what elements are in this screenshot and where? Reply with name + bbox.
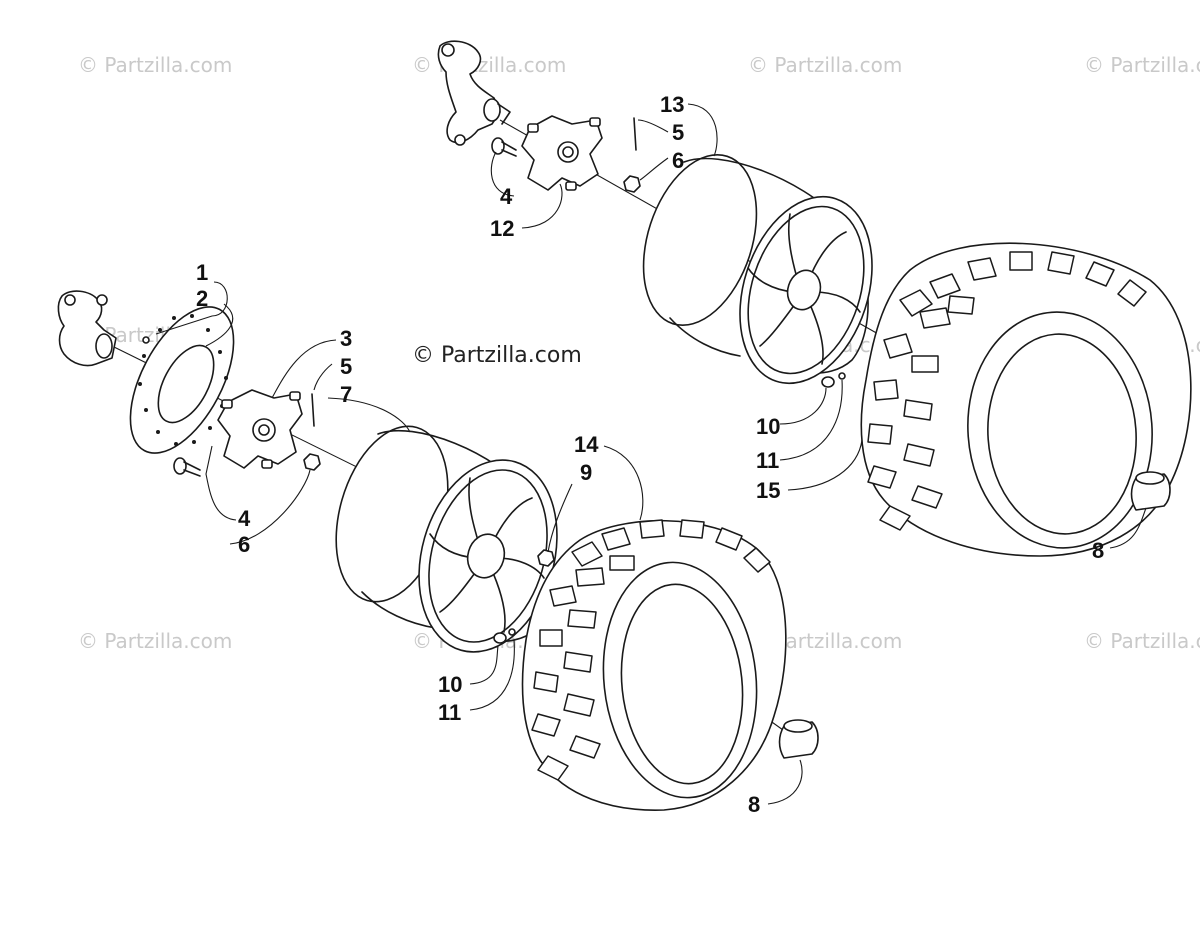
- callout-5: 5: [672, 120, 684, 145]
- callout-3: 3: [340, 326, 352, 351]
- wheel-stud-bottom: [173, 457, 201, 477]
- valve-stem-bottom: [493, 628, 516, 644]
- wheel-hub-top: [521, 115, 603, 191]
- tire-right: [860, 242, 1192, 557]
- callout-12: 12: [490, 216, 514, 241]
- steering-knuckle-top: [437, 40, 511, 146]
- watermark: © Partzilla.com: [78, 53, 232, 77]
- wheel-stud-top: [491, 137, 517, 157]
- callout-labels: 1 2 3 5 7 4 6 13 5 6 4 12 14 9 10 11 8 1…: [196, 92, 1104, 817]
- tire-left: [521, 519, 787, 811]
- callout-7: 7: [340, 382, 352, 407]
- axle-nut-bottom: [303, 453, 321, 471]
- watermark: © Partzilla.com: [412, 53, 566, 77]
- callout-4: 4: [500, 184, 513, 209]
- callout-5: 5: [340, 354, 352, 379]
- hub-cap-bottom: [778, 719, 819, 759]
- cotter-pin-bottom: [311, 393, 315, 427]
- watermark-center: © Partzilla.com: [412, 343, 582, 368]
- wheel-hub-bottom: [217, 389, 303, 469]
- callout-11: 11: [756, 448, 779, 473]
- cotter-pin-top: [633, 117, 637, 151]
- callout-1: 1: [196, 260, 208, 285]
- lug-nut: [537, 549, 555, 567]
- steering-knuckle-bottom: [57, 290, 117, 367]
- callout-11: 11: [438, 700, 461, 725]
- callout-14: 14: [574, 432, 599, 457]
- watermark: © Partzilla.com: [748, 53, 902, 77]
- callout-4: 4: [238, 506, 251, 531]
- hub-cap-right: [1130, 471, 1171, 511]
- wheel-rim-top: [642, 153, 873, 385]
- brake-disc-screw: [142, 336, 150, 344]
- valve-stem-top: [821, 372, 846, 388]
- callout-6: 6: [238, 532, 250, 557]
- callout-13: 13: [660, 92, 684, 117]
- watermark: © Partzilla.com: [78, 629, 232, 653]
- watermark: © Partzilla.com: [1084, 53, 1200, 77]
- callout-10: 10: [756, 414, 780, 439]
- callout-8: 8: [748, 792, 760, 817]
- axle-nut-top: [623, 175, 641, 193]
- watermark: © Partzilla.com: [1084, 629, 1200, 653]
- callout-2: 2: [196, 286, 208, 311]
- callout-8: 8: [1092, 538, 1104, 563]
- wheel-rim-bottom: [335, 425, 558, 653]
- callout-10: 10: [438, 672, 462, 697]
- callout-9: 9: [580, 460, 592, 485]
- callout-15: 15: [756, 478, 780, 503]
- leader-lines: [155, 103, 1147, 805]
- callout-6: 6: [672, 148, 684, 173]
